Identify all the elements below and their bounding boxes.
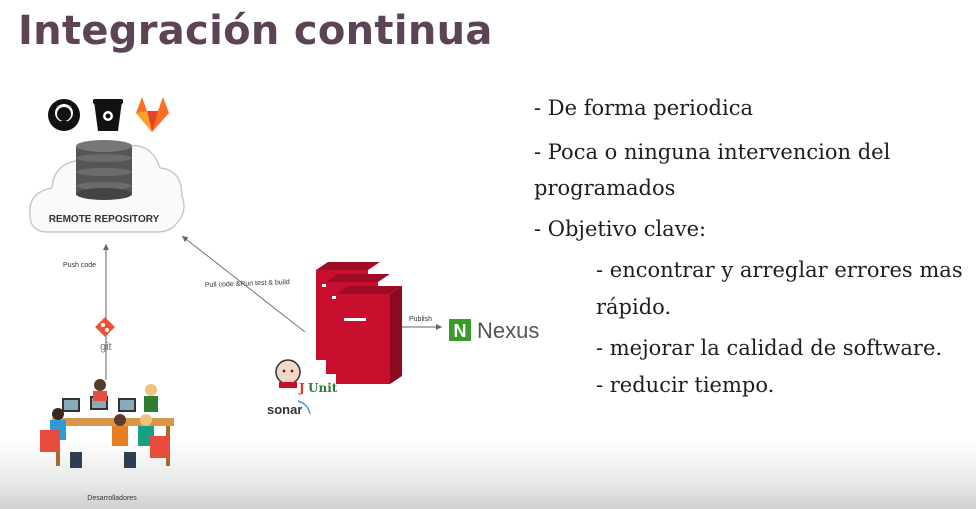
- junit-label: Unit: [308, 381, 338, 395]
- git-icon: [95, 317, 115, 337]
- publish-label: Publish: [409, 316, 432, 323]
- sonar-icon: [297, 400, 311, 415]
- nexus-logo: N Nexus: [449, 318, 539, 343]
- git-label: git: [100, 341, 112, 353]
- sub-bullet-3: - reducir tiempo.: [596, 373, 775, 397]
- nexus-mark: N: [454, 321, 467, 341]
- sub-bullet-1: - encontrar y arreglar errores mas: [596, 258, 963, 282]
- bullet-1: - De forma periodica: [534, 96, 753, 120]
- developers-label: Desarrolladores: [87, 495, 137, 502]
- repository-label: REMOTE REPOSITORY: [49, 214, 160, 225]
- sonar-label: sonar: [267, 402, 302, 417]
- gitlab-icon: [136, 97, 169, 132]
- build-servers: [316, 262, 402, 384]
- remote-repository-cloud: REMOTE REPOSITORY: [29, 140, 185, 233]
- bitbucket-icon: [93, 99, 123, 131]
- database-icon: [76, 140, 132, 200]
- bullet-2: - Poca o ninguna intervencion del: [534, 140, 891, 164]
- sub-bullet-2: - mejorar la calidad de software.: [596, 336, 943, 360]
- developers-illustration: [40, 379, 174, 468]
- sub-bullet-1-cont: rápido.: [596, 295, 672, 319]
- junit-j: J: [298, 381, 305, 395]
- bullet-2-cont: programados: [534, 176, 676, 200]
- pull-label: Pull code &Run test & build: [205, 279, 290, 289]
- github-icon: [48, 99, 80, 131]
- jenkins-icon: [275, 359, 301, 388]
- bullet-3: - Objetivo clave:: [534, 217, 707, 241]
- push-label: Push code: [63, 262, 96, 269]
- slide-title: Integración continua: [18, 8, 493, 54]
- nexus-label: Nexus: [477, 318, 539, 343]
- pull-arrow: [181, 235, 306, 333]
